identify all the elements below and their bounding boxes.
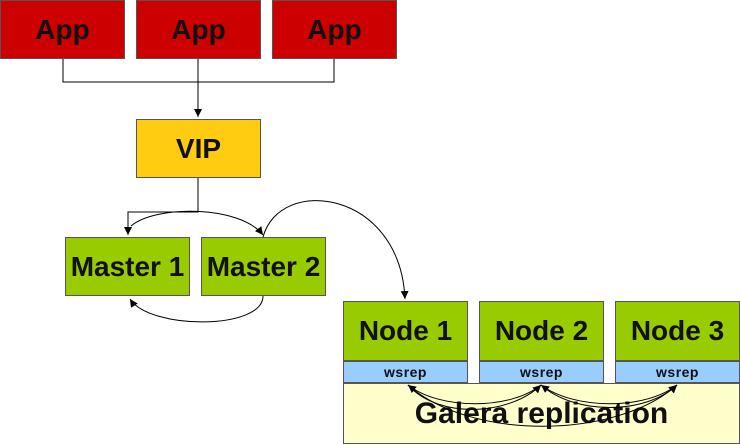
master-1-box: Master 1 bbox=[65, 237, 190, 296]
wsrep-label: wsrep bbox=[520, 364, 563, 380]
wsrep-label: wsrep bbox=[384, 364, 427, 380]
node-1-label: Node 1 bbox=[358, 315, 453, 346]
master-2-to-master-1-arrow bbox=[129, 295, 264, 323]
app-3-connector bbox=[198, 59, 335, 83]
app-label: App bbox=[307, 13, 362, 45]
node-1-box: Node 1 bbox=[343, 301, 468, 361]
app-box-2: App bbox=[136, 0, 261, 59]
master-2-box: Master 2 bbox=[201, 237, 326, 296]
master-1-label: Master 1 bbox=[70, 250, 185, 282]
galera-replication-label: Galera replication bbox=[414, 397, 669, 430]
vip-to-master-1-arrow bbox=[124, 178, 199, 235]
app-label: App bbox=[171, 13, 226, 45]
node-2-wsrep-bar: wsrep bbox=[479, 361, 604, 383]
app-box-3: App bbox=[272, 0, 397, 59]
wsrep-label: wsrep bbox=[656, 364, 699, 380]
node-2-label: Node 2 bbox=[494, 315, 589, 346]
galera-replication-panel: Galera replication bbox=[343, 383, 740, 444]
node-3-wsrep-bar: wsrep bbox=[615, 361, 740, 383]
vip-box: VIP bbox=[136, 119, 261, 178]
node-3-box: Node 3 bbox=[615, 301, 740, 361]
node-2-box: Node 2 bbox=[479, 301, 604, 361]
vip-label: VIP bbox=[175, 132, 222, 164]
master-2-label: Master 2 bbox=[206, 250, 321, 282]
master-1-to-master-2-arrow bbox=[130, 210, 264, 236]
app-label: App bbox=[35, 13, 90, 45]
node-3-label: Node 3 bbox=[630, 315, 725, 346]
node-1-wsrep-bar: wsrep bbox=[343, 361, 468, 383]
app-1-connector bbox=[62, 59, 198, 83]
app-box-1: App bbox=[0, 0, 125, 59]
